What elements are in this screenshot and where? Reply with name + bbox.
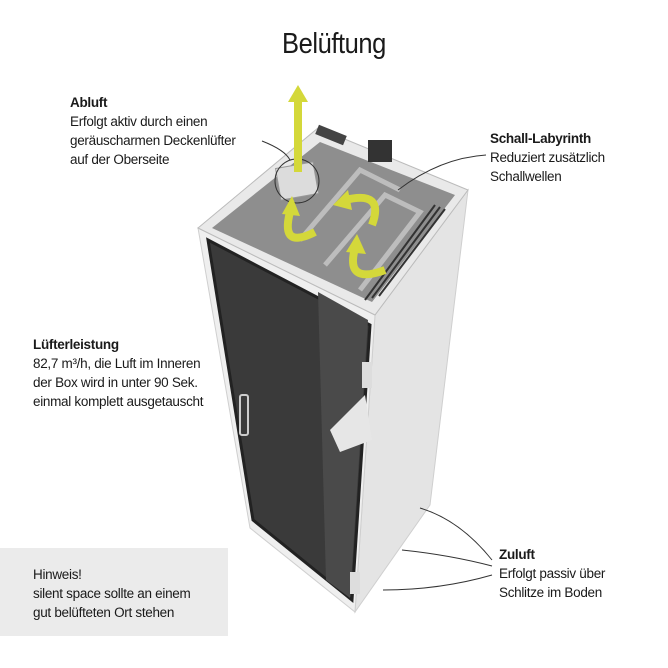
zuluft-callout-line: [382, 574, 493, 591]
leistung-line: 82,7 m³/h, die Luft im Inneren: [33, 356, 201, 371]
abluft-line: geräuscharmen Deckenlüfter: [70, 133, 236, 148]
page-title: Belüftung: [282, 28, 386, 60]
zuluft-callout-line: [401, 549, 493, 567]
leistung-line: der Box wird in unter 90 Sek.: [33, 375, 198, 390]
circulation-arrows: [283, 193, 387, 279]
desk-shelf: [330, 395, 372, 452]
abluft-callout-line: [261, 140, 291, 161]
schall-line: Schallwellen: [490, 169, 562, 184]
schall-annotation: Schall-Labyrinth Reduziert zusätzlich Sc…: [490, 129, 605, 186]
abluft-line: auf der Oberseite: [70, 152, 170, 167]
zuluft-callout-line: [419, 507, 493, 561]
zuluft-line: Erfolgt passiv über: [499, 566, 606, 581]
zuluft-line: Schlitze im Boden: [499, 585, 602, 600]
floor-slots: [364, 204, 446, 301]
door-hinge-bottom: [350, 572, 360, 594]
hint-line: silent space sollte an einem: [33, 586, 191, 601]
zuluft-annotation: Zuluft Erfolgt passiv über Schlitze im B…: [499, 545, 605, 602]
circulation-arrowheads: [282, 190, 366, 254]
zuluft-heading: Zuluft: [499, 547, 535, 562]
labyrinth-wall: [298, 166, 402, 242]
hint-heading: Hinweis!: [33, 567, 82, 582]
labyrinth-wall: [323, 191, 424, 292]
leistung-annotation: Lüfterleistung 82,7 m³/h, die Luft im In…: [33, 335, 204, 411]
hint-box: Hinweis! silent space sollte an einem gu…: [0, 548, 228, 636]
abluft-line: Erfolgt aktiv durch einen: [70, 114, 208, 129]
labyrinth-felt: [212, 142, 455, 302]
leistung-line: einmal komplett ausgetauscht: [33, 394, 204, 409]
hint-line: gut belüfteten Ort stehen: [33, 605, 175, 620]
door-handle: [239, 394, 249, 436]
abluft-annotation: Abluft Erfolgt aktiv durch einen geräusc…: [70, 93, 236, 169]
exhaust-arrow: [288, 85, 308, 172]
abluft-heading: Abluft: [70, 95, 108, 110]
door-hinge-top: [362, 362, 372, 388]
hint-text: Hinweis! silent space sollte an einem gu…: [33, 565, 191, 622]
schall-line: Reduziert zusätzlich: [490, 150, 605, 165]
schall-heading: Schall-Labyrinth: [490, 131, 591, 146]
electronics-strip: [315, 124, 347, 146]
leistung-heading: Lüfterleistung: [33, 337, 119, 352]
schall-callout-line: [397, 154, 487, 191]
electronics-box: [368, 140, 392, 162]
